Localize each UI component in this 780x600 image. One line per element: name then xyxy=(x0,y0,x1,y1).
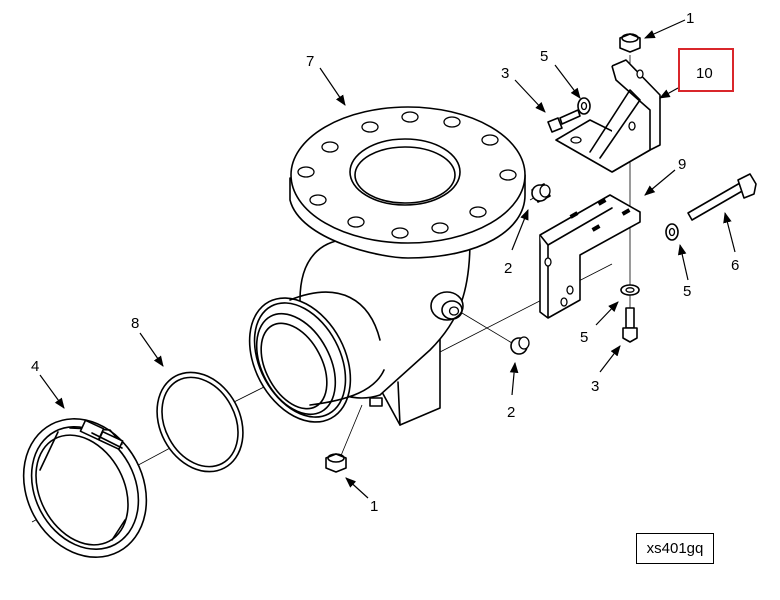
long-bolt xyxy=(687,173,757,221)
spacer-lower xyxy=(510,336,530,355)
callout-3-lower: 3 xyxy=(591,378,599,395)
callout-labels: 1 5 3 10 7 9 2 6 5 8 4 5 3 2 1 xyxy=(31,10,739,515)
bolt-lower xyxy=(622,307,638,343)
callout-9: 9 xyxy=(678,156,686,173)
callout-2-upper: 2 xyxy=(504,260,512,277)
callout-3-top: 3 xyxy=(501,65,509,82)
hex-nut-bottom xyxy=(325,453,347,473)
drawing-reference-code: xs401gq xyxy=(636,533,714,564)
callout-5-lower: 5 xyxy=(580,329,588,346)
callout-5-right: 5 xyxy=(683,283,691,300)
callout-7: 7 xyxy=(306,53,314,70)
bolt-top xyxy=(547,109,581,133)
washer-lower xyxy=(620,284,640,296)
lower-bracket xyxy=(539,194,641,319)
callout-4: 4 xyxy=(31,358,39,375)
leader-arrows xyxy=(39,19,736,499)
callout-10: 10 xyxy=(696,65,713,82)
callout-8: 8 xyxy=(131,315,139,332)
washer-right xyxy=(665,223,679,241)
callout-6: 6 xyxy=(731,257,739,274)
elbow-housing xyxy=(248,106,526,426)
callout-5-top: 5 xyxy=(540,48,548,65)
callout-10-highlight xyxy=(678,48,734,92)
gasket-ring xyxy=(156,371,244,473)
spacer-upper xyxy=(531,183,551,203)
callout-2-lower: 2 xyxy=(507,404,515,421)
v-band-clamp xyxy=(22,418,148,558)
upper-bracket xyxy=(555,59,661,173)
callout-1-bottom: 1 xyxy=(370,498,378,515)
washer-top xyxy=(577,97,591,115)
callout-1-top: 1 xyxy=(686,10,694,27)
reference-code-text: xs401gq xyxy=(646,540,704,557)
hex-nut-top xyxy=(619,33,641,53)
